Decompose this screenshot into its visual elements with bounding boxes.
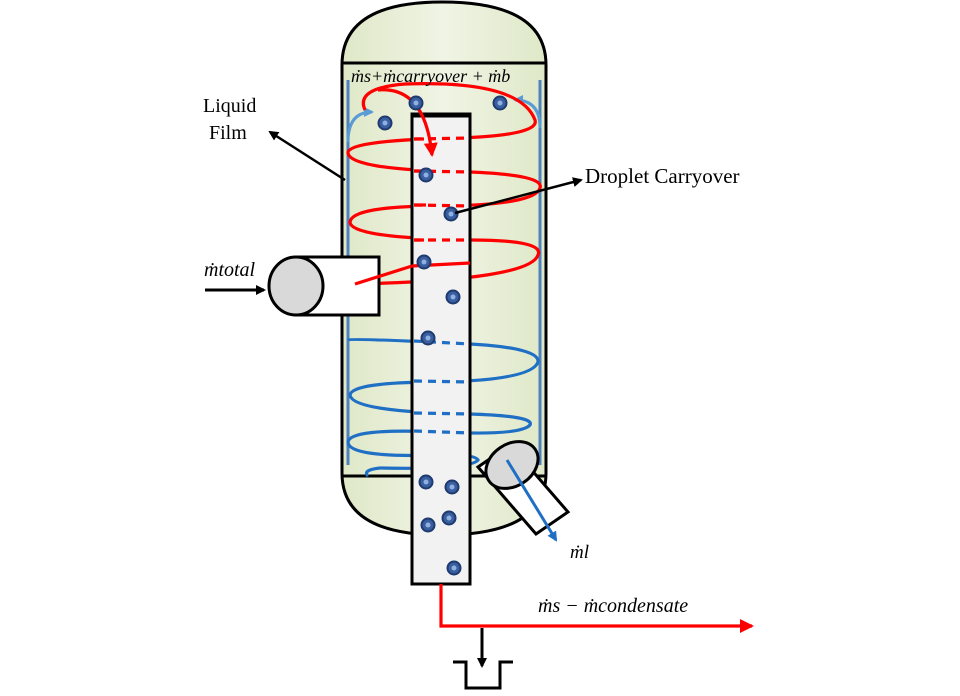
liquid-film-pointer xyxy=(268,130,346,182)
droplet xyxy=(492,95,508,111)
droplet xyxy=(418,167,434,183)
droplets xyxy=(377,95,508,576)
droplet xyxy=(441,510,457,526)
inlet-flow-red xyxy=(354,264,413,286)
inlet-pipe-opening xyxy=(267,255,325,317)
liquid-outlet-pipe xyxy=(475,440,571,542)
label-liquid-film-line2: Film xyxy=(209,122,247,144)
hot-spiral-back-segments xyxy=(413,136,471,242)
cold-spiral xyxy=(346,337,540,478)
hot-spiral xyxy=(346,82,542,286)
cold-spiral-back-segments xyxy=(413,339,471,435)
label-droplet-carryover: Droplet Carryover xyxy=(585,164,740,188)
droplet xyxy=(408,95,424,111)
droplet xyxy=(416,254,432,270)
droplet xyxy=(444,479,460,495)
label-m-liquid: ṁl xyxy=(570,542,589,563)
steam-trap xyxy=(453,660,513,690)
droplet xyxy=(418,474,434,490)
droplet xyxy=(445,289,461,305)
label-m-total: ṁtotal xyxy=(204,259,256,281)
label-m-top: ṁs+ṁcarryover + ṁb xyxy=(351,66,510,86)
inner-tube xyxy=(410,112,472,586)
droplet xyxy=(420,330,436,346)
label-liquid-film-line1: Liquid xyxy=(203,95,256,117)
droplet xyxy=(443,206,459,222)
droplet xyxy=(420,517,436,533)
film-curl-left-arrow xyxy=(346,107,374,143)
label-m-steam-out: ṁs − ṁcondensate xyxy=(538,595,688,617)
droplet xyxy=(446,560,462,576)
steam-outlet-line xyxy=(439,584,754,633)
droplet-carryover-pointer xyxy=(454,177,583,215)
droplet xyxy=(377,115,393,131)
